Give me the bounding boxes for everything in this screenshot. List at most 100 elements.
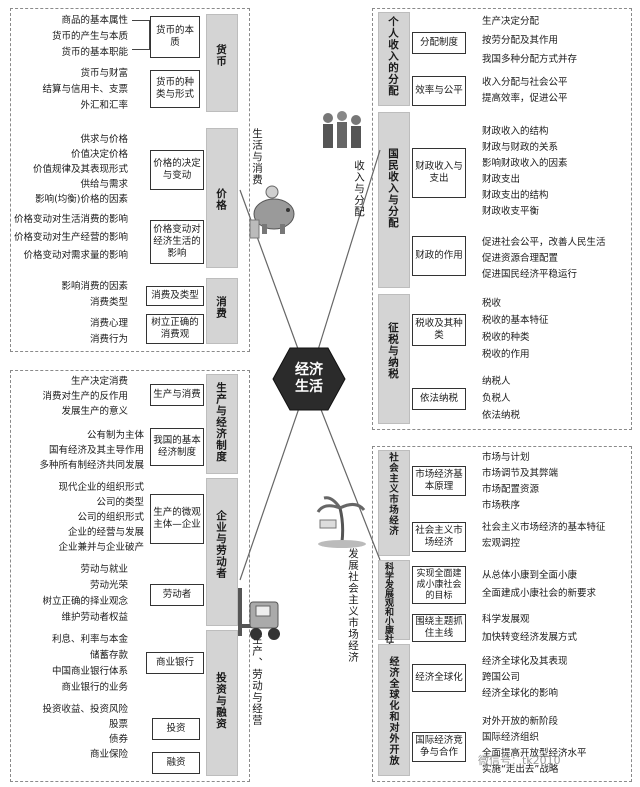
tr-section-national-label: 国民收入与分配 (387, 148, 399, 229)
tl-item-9: 价值规律及其表现形式 (32, 164, 128, 175)
bl-item-10: 企业的经营与发展 (67, 527, 144, 538)
tl-section-consumption-label: 消费 (215, 296, 227, 319)
tl-section-price-label: 价格 (215, 188, 227, 211)
bl-item-8: 公司的类型 (96, 497, 144, 508)
hub-node: 经济 生活 (272, 346, 346, 412)
br-box-market-principles: 市场经济基本原理 (412, 466, 466, 496)
tl-band-currency (206, 14, 238, 112)
bl-box-basic-economic-system: 我国的基本经济制度 (150, 428, 204, 466)
bl-box-production-consumption: 生产与消费 (150, 384, 204, 406)
tr-item-8: 影响财政收入的因素 (482, 158, 568, 169)
tl-item-8: 价值决定价格 (70, 149, 128, 160)
tl-bracket-1 (132, 20, 150, 50)
watermark-text: 微信号：tk2010 (478, 754, 561, 767)
tr-item-16: 税收的基本特征 (482, 315, 549, 326)
bl-item-20: 投资收益、投资风险 (42, 704, 128, 715)
bl-item-12: 劳动与就业 (80, 564, 128, 575)
tl-section-currency-label: 货币 (215, 44, 227, 67)
bl-band-investment (206, 630, 238, 776)
tr-box-efficiency-fairness: 效率与公平 (412, 76, 466, 106)
bl-item-18: 中国商业银行体系 (51, 666, 128, 677)
tr-item-11: 财政收支平衡 (482, 206, 540, 217)
bl-item-19: 商业银行的业务 (61, 682, 128, 693)
bl-item-5: 国有经济及其主导作用 (48, 445, 144, 456)
tl-item-7: 供求与价格 (80, 134, 128, 145)
br-item-6: 宏观调控 (482, 538, 521, 549)
tr-item-6: 财政收入的结构 (482, 126, 549, 137)
br-item-16: 全面提高开放型经济水平 (482, 748, 587, 759)
bl-band-production (206, 374, 238, 474)
branch-label-market-economy: 发展社会主义市场经济 (347, 548, 359, 663)
tl-box-price-determination: 价格的决定与变动 (150, 150, 204, 190)
br-section-globalization-label: 经济全球化和对外开放 (387, 656, 398, 766)
tl-item-15: 影响消费的因素 (61, 281, 128, 292)
bl-box-enterprise: 生产的微观主体—企业 (150, 494, 204, 544)
tl-item-17: 消费心理 (89, 318, 128, 329)
bl-item-1: 生产决定消费 (70, 376, 128, 387)
bl-box-financing: 融资 (152, 752, 200, 774)
bl-item-23: 商业保险 (89, 749, 128, 760)
bl-item-15: 维护劳动者权益 (61, 612, 128, 623)
bl-item-13: 劳动光荣 (89, 580, 128, 591)
bl-item-11: 企业兼并与企业破产 (58, 542, 144, 553)
br-item-5: 社会主义市场经济的基本特征 (482, 522, 606, 533)
tr-band-tax (378, 294, 410, 424)
branch-label-income-distribution: 收入与分配 (353, 160, 365, 218)
br-box-globalization: 经济全球化 (412, 664, 466, 692)
bl-item-16: 利息、利率与本金 (51, 634, 128, 645)
tr-box-lawful-tax: 依法纳税 (412, 388, 466, 410)
tl-item-11: 影响(均衡)价格的因素 (35, 194, 128, 205)
tr-item-3: 我国多种分配方式并存 (482, 54, 578, 65)
tl-band-price (206, 128, 238, 268)
tr-box-fiscal-role: 财政的作用 (412, 236, 466, 276)
forklift-icon (238, 588, 280, 640)
tr-item-9: 财政支出 (482, 174, 521, 185)
br-item-13: 经济全球化的影响 (482, 688, 559, 699)
bl-item-4: 公有制为主体 (86, 430, 144, 441)
tr-item-5: 提高效率，促进公平 (482, 93, 568, 104)
br-item-10: 加快转变经济发展方式 (482, 632, 578, 643)
bl-item-21: 股票 (108, 719, 128, 730)
tl-item-3: 货币的基本职能 (61, 47, 128, 58)
br-section-market-label: 社会主义市场经济 (387, 452, 398, 536)
tl-item-1: 商品的基本属性 (61, 15, 128, 26)
tr-item-10: 财政支出的结构 (482, 190, 549, 201)
bl-box-commercial-bank: 商业银行 (146, 652, 204, 674)
tr-item-1: 生产决定分配 (482, 16, 540, 27)
branch-label-production-labor: 生产、劳动与经营 (251, 634, 263, 726)
tl-item-16: 消费类型 (89, 297, 128, 308)
tr-section-personal-label: 个人收入的分配 (387, 16, 399, 97)
tr-band-national (378, 112, 410, 288)
br-item-11: 经济全球化及其表现 (482, 656, 568, 667)
tl-box-price-impact: 价格变动对经济生活的影响 (150, 220, 204, 264)
bl-item-2: 消费对生产的反作用 (42, 391, 128, 402)
tr-item-4: 收入分配与社会公平 (482, 77, 568, 88)
tr-item-2: 按劳分配及其作用 (482, 35, 559, 46)
br-section-development-label: 科学发展观和小康社会的经济建设 (383, 562, 393, 697)
br-item-1: 市场与计划 (482, 452, 530, 463)
bl-item-22: 债券 (108, 734, 128, 745)
tr-item-21: 依法纳税 (482, 410, 521, 421)
tl-item-12: 价格变动对生活消费的影响 (13, 214, 128, 225)
tr-item-14: 促进国民经济平稳运行 (482, 269, 578, 280)
br-band-development (378, 560, 410, 640)
tr-box-distribution-system: 分配制度 (412, 32, 466, 54)
bl-item-17: 储蓄存款 (89, 650, 128, 661)
bl-band-enterprise (206, 478, 238, 626)
br-item-9: 科学发展观 (482, 614, 530, 625)
tl-box-currency-types: 货币的种类与形式 (150, 70, 200, 108)
br-box-socialist-market: 社会主义市场经济 (412, 522, 466, 552)
tl-item-5: 结算与信用卡、支票 (42, 84, 128, 95)
bl-item-7: 现代企业的组织形式 (58, 482, 144, 493)
bl-section-enterprise-label: 企业与劳动者 (215, 510, 227, 579)
tl-item-6: 外汇和汇率 (80, 100, 128, 111)
br-item-8: 全面建成小康社会的新要求 (482, 588, 597, 599)
br-item-3: 市场配置资源 (482, 484, 540, 495)
beach-palm-icon (316, 496, 366, 548)
br-item-4: 市场秩序 (482, 500, 521, 511)
tl-band-consumption (206, 278, 238, 344)
tr-item-13: 促进资源合理配置 (482, 253, 559, 264)
tl-item-14: 价格变动对需求量的影响 (23, 250, 128, 261)
tl-item-10: 供给与需求 (80, 179, 128, 190)
hub-label: 经济 生活 (295, 362, 323, 395)
